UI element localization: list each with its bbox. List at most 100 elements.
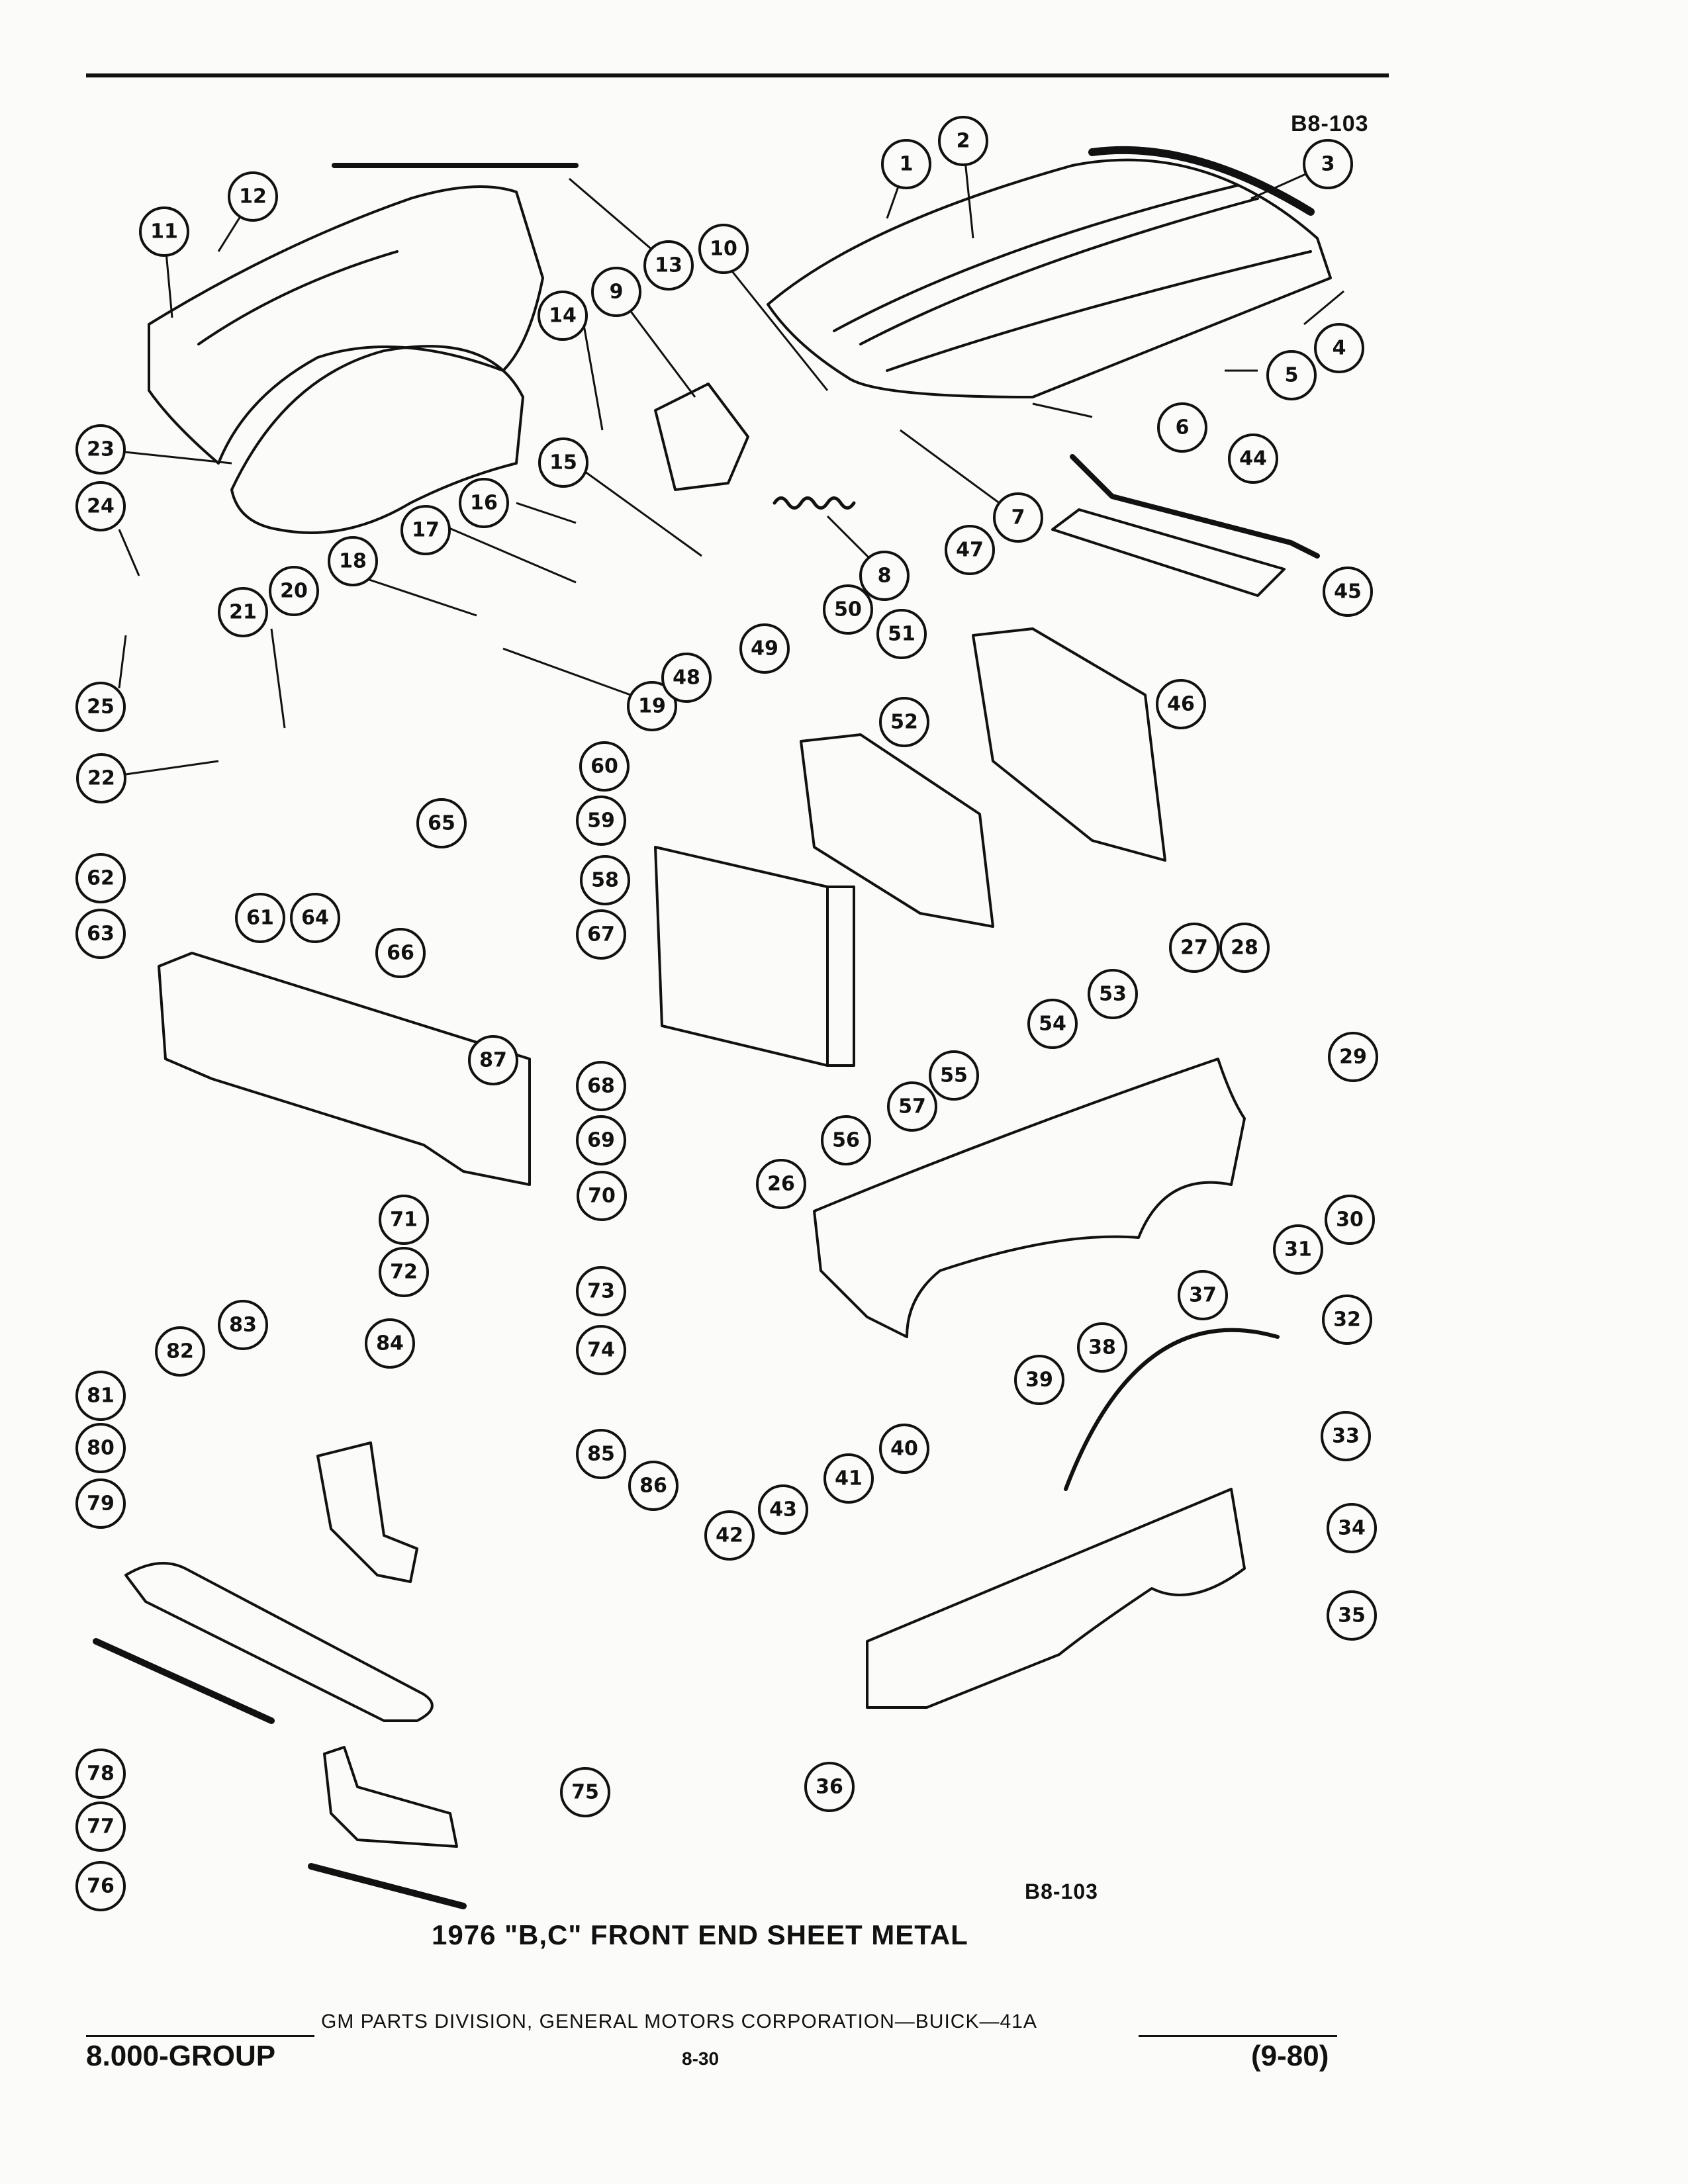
callout-label-79: 79 <box>87 1492 115 1516</box>
callout-label-47: 47 <box>956 539 984 562</box>
footer-date: (9-80) <box>1251 2040 1329 2072</box>
callout-53 <box>1088 969 1138 1019</box>
footer-rule-left <box>86 2035 314 2037</box>
callout-label-54: 54 <box>1039 1013 1066 1036</box>
callout-label-3: 3 <box>1321 153 1335 176</box>
callout-label-46: 46 <box>1167 693 1195 716</box>
callout-75 <box>560 1767 610 1817</box>
callout-43 <box>758 1484 808 1535</box>
radiator-support-part <box>158 952 531 1186</box>
callout-42 <box>704 1510 755 1561</box>
callout-label-67: 67 <box>587 923 615 946</box>
callout-22 <box>76 753 126 803</box>
callout-84 <box>365 1318 415 1369</box>
wheelhouse-part <box>230 345 524 534</box>
callout-2 <box>938 116 988 166</box>
callout-label-63: 63 <box>87 923 115 946</box>
callout-label-25: 25 <box>87 696 115 719</box>
callout-label-66: 66 <box>387 942 414 965</box>
callout-80 <box>75 1423 126 1473</box>
callout-label-4: 4 <box>1333 337 1346 360</box>
callout-label-13: 13 <box>655 254 682 277</box>
callout-32 <box>1322 1295 1372 1345</box>
callout-82 <box>155 1326 205 1377</box>
callout-50 <box>823 584 873 635</box>
fan-shroud-lower-part <box>800 733 994 928</box>
callout-77 <box>75 1801 126 1852</box>
callout-label-32: 32 <box>1333 1308 1361 1332</box>
callout-label-61: 61 <box>246 907 274 930</box>
callout-label-68: 68 <box>587 1075 615 1098</box>
callout-label-10: 10 <box>710 238 737 261</box>
fender-skirt-part <box>148 185 544 465</box>
top-rule <box>86 73 1389 77</box>
callout-40 <box>879 1424 929 1474</box>
callout-label-18: 18 <box>339 550 367 573</box>
callout-label-39: 39 <box>1025 1369 1053 1392</box>
callout-label-71: 71 <box>390 1208 418 1232</box>
callout-62 <box>75 853 126 903</box>
callout-48 <box>661 653 712 703</box>
callout-79 <box>75 1479 126 1529</box>
fender-brace-part <box>316 1441 418 1583</box>
diagram-caption: 1976 "B,C" FRONT END SHEET METAL <box>432 1919 968 1950</box>
callout-46 <box>1156 679 1206 729</box>
callout-47 <box>945 525 995 575</box>
callout-18 <box>328 536 378 586</box>
callout-3 <box>1303 139 1353 189</box>
seal-part <box>1051 508 1286 597</box>
callout-20 <box>269 566 319 616</box>
callout-87 <box>468 1035 518 1085</box>
callout-85 <box>576 1429 626 1479</box>
callout-73 <box>576 1266 626 1316</box>
footer-publisher: GM PARTS DIVISION, GENERAL MOTORS CORPOR… <box>321 2011 1037 2032</box>
callout-label-74: 74 <box>587 1339 615 1362</box>
callout-41 <box>823 1453 874 1504</box>
callout-label-72: 72 <box>390 1261 418 1284</box>
callout-label-87: 87 <box>479 1049 507 1072</box>
callout-label-73: 73 <box>587 1280 615 1303</box>
callout-6 <box>1157 402 1207 453</box>
callout-58 <box>580 855 630 905</box>
callout-51 <box>876 609 927 659</box>
callout-63 <box>75 909 126 959</box>
callout-label-62: 62 <box>87 867 115 890</box>
callout-60 <box>579 741 630 792</box>
callout-label-86: 86 <box>639 1475 667 1498</box>
callout-28 <box>1219 923 1270 973</box>
callout-label-48: 48 <box>673 666 700 690</box>
callout-label-6: 6 <box>1176 416 1190 439</box>
callout-label-65: 65 <box>428 812 455 835</box>
callout-label-24: 24 <box>87 495 115 518</box>
callout-16 <box>459 478 509 528</box>
callout-56 <box>821 1115 871 1165</box>
radiator-part <box>654 846 855 1067</box>
callout-label-57: 57 <box>898 1095 926 1118</box>
bumper-filler-part <box>124 1562 434 1722</box>
callout-label-59: 59 <box>587 809 615 833</box>
callout-17 <box>400 505 451 555</box>
callout-76 <box>75 1861 126 1911</box>
callout-30 <box>1325 1195 1375 1245</box>
callout-label-38: 38 <box>1088 1336 1116 1359</box>
callout-label-60: 60 <box>590 755 618 778</box>
callout-label-21: 21 <box>229 601 257 624</box>
callout-24 <box>75 481 126 531</box>
callout-78 <box>75 1749 126 1799</box>
callout-label-51: 51 <box>888 623 915 646</box>
callout-label-50: 50 <box>834 598 862 621</box>
callout-label-31: 31 <box>1284 1238 1312 1261</box>
callout-label-20: 20 <box>280 580 308 603</box>
callout-label-36: 36 <box>816 1776 843 1799</box>
callout-70 <box>577 1171 627 1221</box>
callout-59 <box>576 796 626 846</box>
callout-68 <box>576 1061 626 1111</box>
callout-86 <box>628 1461 679 1511</box>
callout-label-2: 2 <box>957 130 970 153</box>
callout-83 <box>218 1300 268 1350</box>
callout-9 <box>591 267 641 317</box>
callout-54 <box>1027 999 1078 1049</box>
callout-13 <box>643 240 694 291</box>
callout-67 <box>576 909 626 960</box>
callout-label-76: 76 <box>87 1875 115 1898</box>
